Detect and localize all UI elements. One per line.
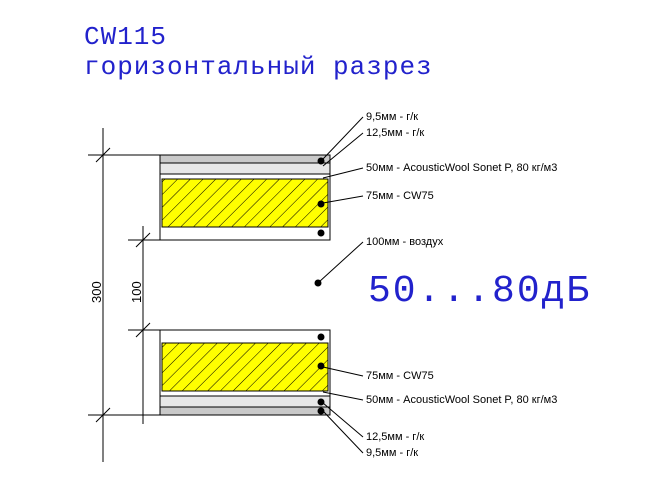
dimension-lines [102,128,144,462]
layer-label-stud-75-top: 75мм - CW75 [366,190,434,202]
extension-lines [88,154,160,416]
leader-air-gap [318,241,364,283]
gypsum-board-9mm-bottom [159,406,331,416]
layer-label-stud-75-bottom: 75мм - CW75 [366,370,434,382]
layer-label-wool-50-bottom: 50мм - AcousticWool Sonet P, 80 кг/м3 [366,394,558,406]
gypsum-board-12mm-top [159,162,331,175]
reference-dot [317,398,325,406]
layer-label-gypsum-9-bottom: 9,5мм - г/к [366,447,419,459]
reference-dot [317,333,325,341]
tick-mark [95,147,111,163]
leader-lines [318,116,364,454]
reference-dot [314,279,322,287]
tick-marks [95,147,151,423]
reference-dot [317,200,325,208]
top-wall-outline [159,154,331,241]
layer-label-gypsum-12-top: 12,5мм - г/к [366,127,425,139]
reference-dot [317,407,325,415]
reference-dot [317,229,325,237]
bottom-wall-section [159,329,331,416]
tick-mark [135,232,151,248]
drawing-title: CW115 [84,22,168,52]
layer-label-gypsum-12-bottom: 12,5мм - г/к [366,431,425,443]
reference-dots [314,157,325,415]
insulation-hatch-top [161,178,329,228]
leader-top-stud-75 [322,195,364,204]
reference-dot [317,157,325,165]
tick-mark [135,322,151,338]
tick-mark [95,407,111,423]
dimension-label-total: 300 [89,281,104,303]
leader-top-gypsum-12 [322,132,364,167]
gypsum-board-12mm-bottom [159,395,331,408]
layer-label-air-gap: 100мм - воздух [366,236,444,248]
leader-top-gypsum-9 [322,116,364,160]
layer-label-gypsum-9-top: 9,5мм - г/к [366,111,419,123]
sound-insulation-rating: 50...80дБ [368,270,592,313]
leader-bottom-wool-50 [322,391,364,401]
top-wall-section [159,154,331,241]
drawing-subtitle: горизонтальный разрез [84,52,433,82]
leader-bottom-stud-75 [322,366,364,377]
leader-top-wool-50 [322,167,364,179]
gypsum-board-9mm-top [159,154,331,164]
leader-bottom-gypsum-9 [322,410,364,454]
insulation-hatch-bottom [161,342,329,392]
reference-dot [317,362,325,370]
layer-label-wool-50-top: 50мм - AcousticWool Sonet P, 80 кг/м3 [366,162,558,174]
dimension-label-air-gap: 100 [129,281,144,303]
leader-bottom-gypsum-12 [322,402,364,438]
